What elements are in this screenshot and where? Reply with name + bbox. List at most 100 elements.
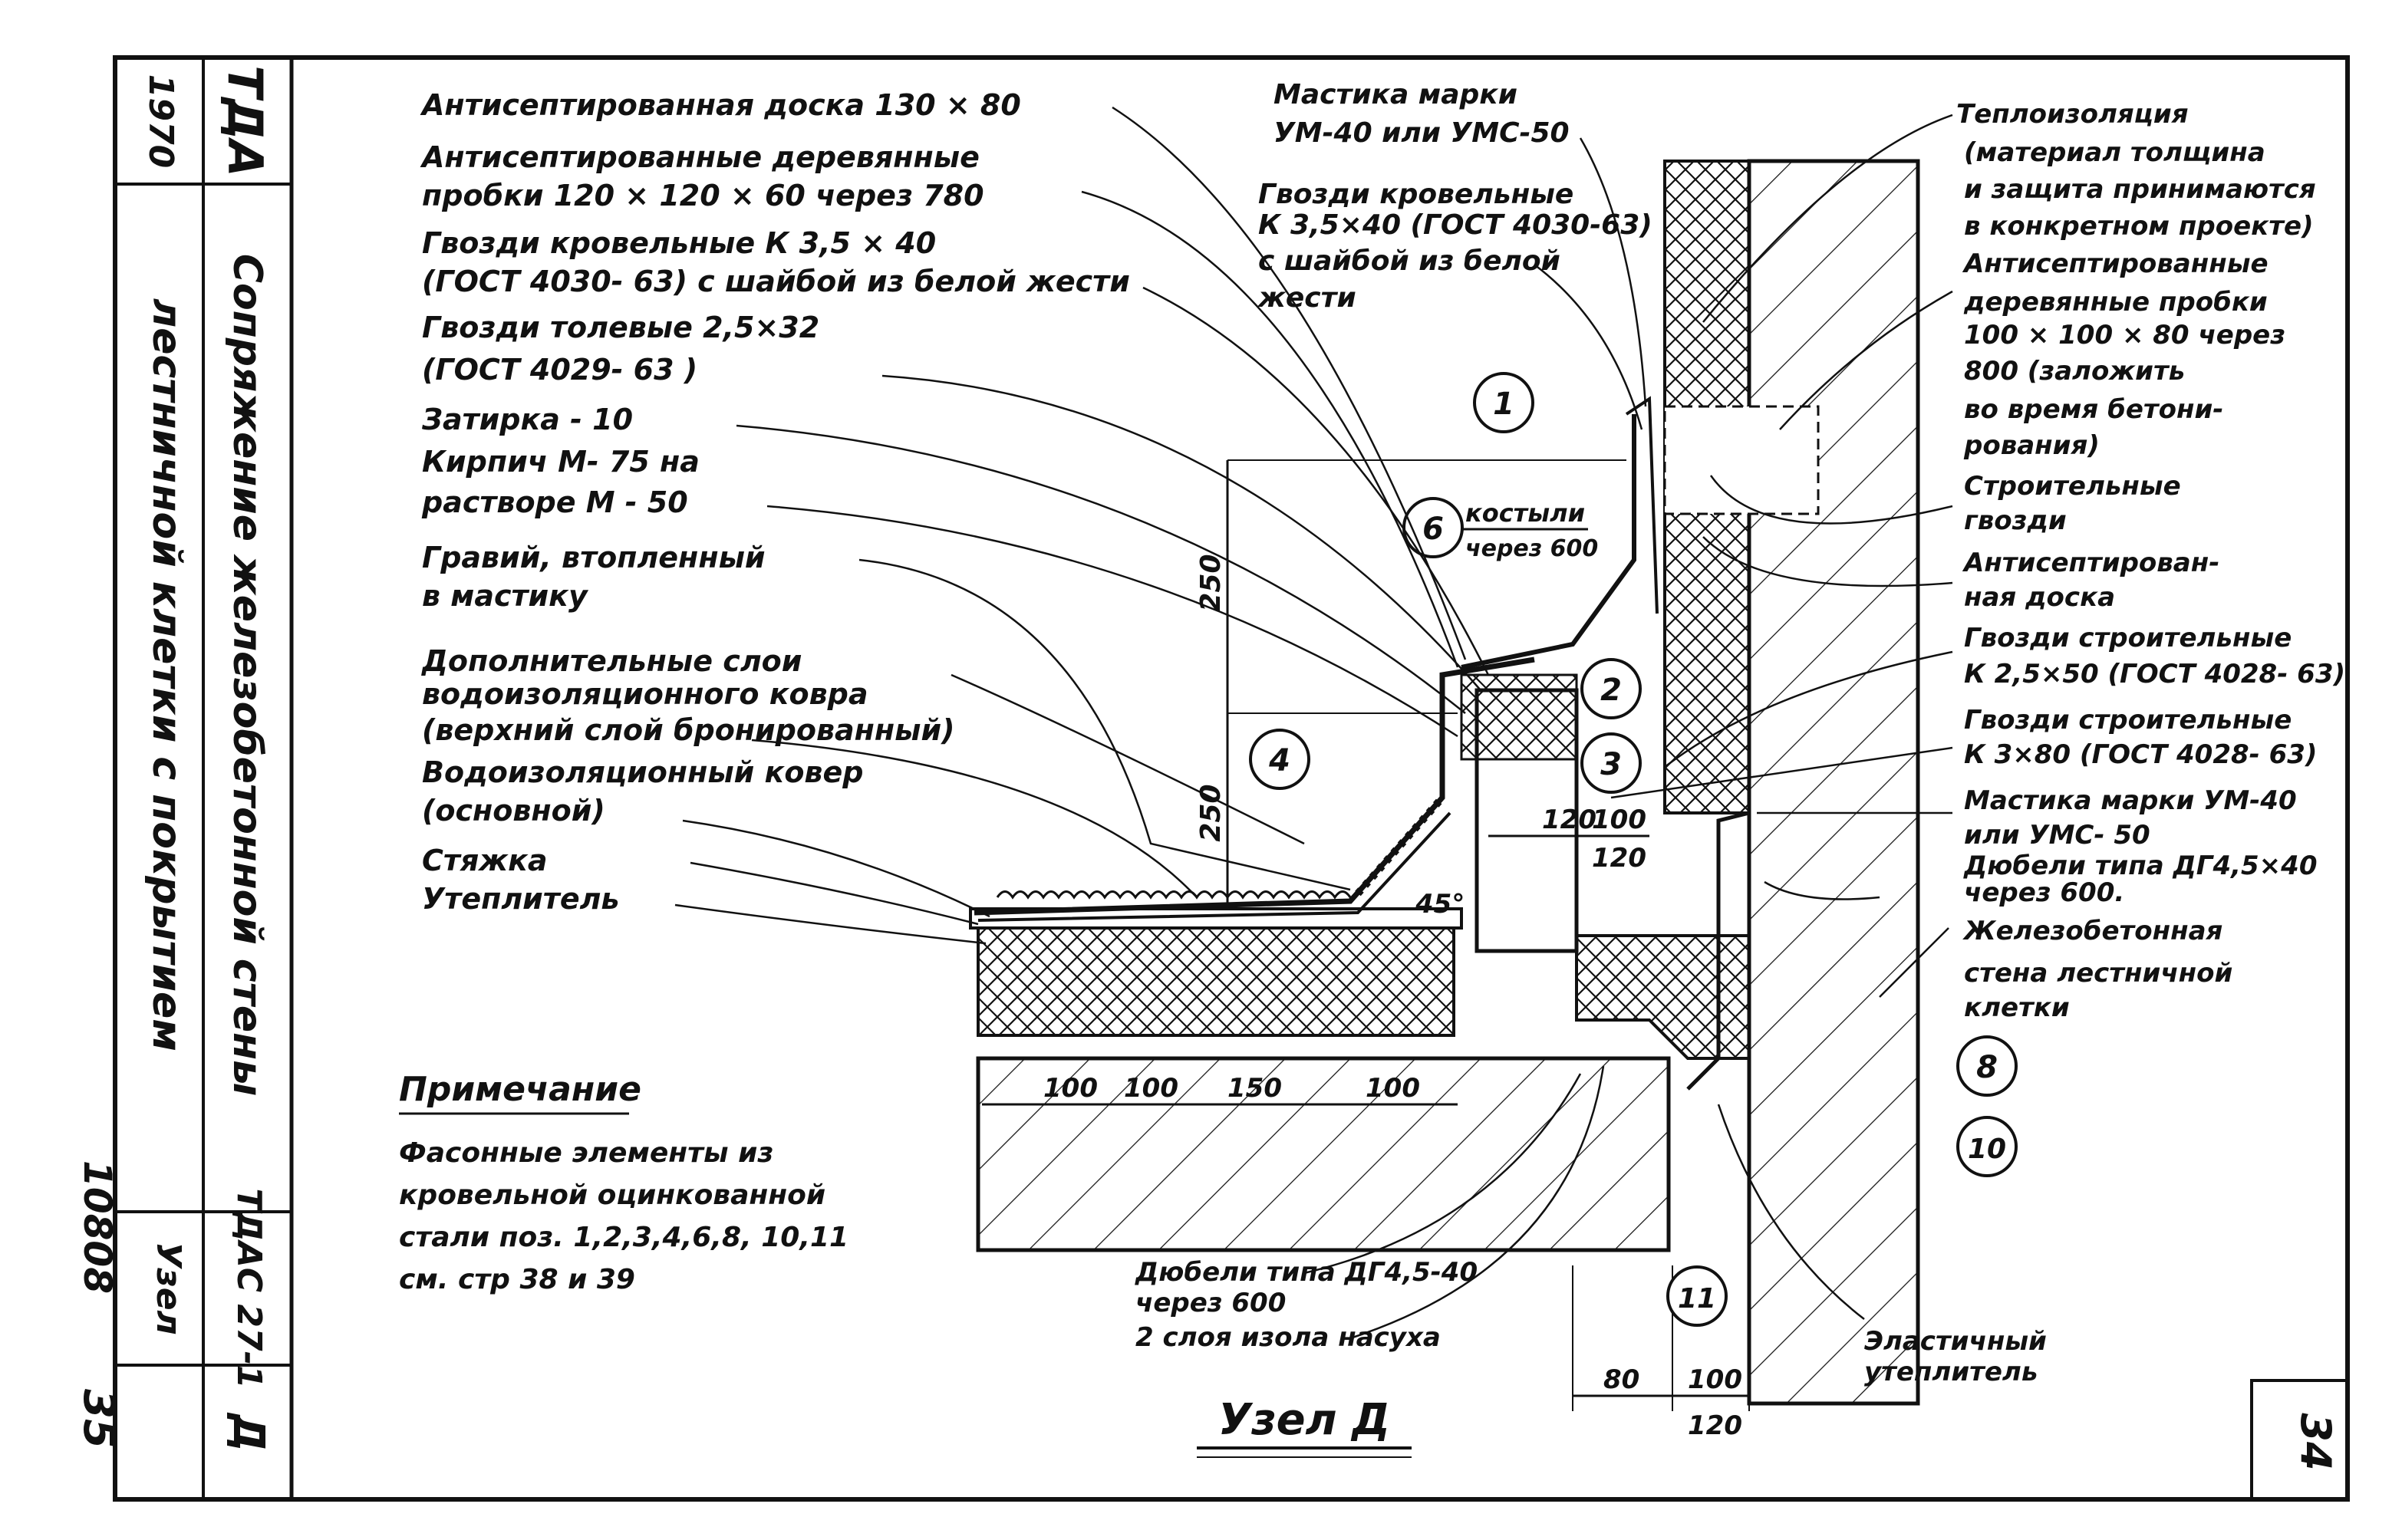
concrete-wall xyxy=(1747,159,1920,1406)
label-right-1: Теплоизоляция xyxy=(1956,99,2189,130)
label-bottom-3: 2 слоя изола насуха xyxy=(1135,1322,1441,1353)
label-top-3: Гвозди кровельные xyxy=(1258,179,1573,210)
label-right-20: или УМС- 50 xyxy=(1964,820,2150,851)
elastic-label-2: утеплитель xyxy=(1864,1357,2038,1387)
label-right-24: стена лестничной xyxy=(1964,958,2232,989)
kostyli-step: через 600 xyxy=(1465,535,1598,562)
note-title: Примечание xyxy=(399,1070,641,1109)
floor-slab xyxy=(976,1056,1671,1252)
label-left-16: Водоизоляционный ковер xyxy=(422,755,863,789)
marker-8: 8 xyxy=(1956,1035,2018,1097)
dim-120-base: 120 xyxy=(1688,1410,1742,1441)
label-top-4: К 3,5×40 (ГОСТ 4030-63) xyxy=(1258,209,1652,241)
label-right-21: Дюбели типа ДГ4,5×40 xyxy=(1963,851,2317,881)
concrete-ledge xyxy=(1575,934,1751,1060)
label-top-5: с шайбой из белой xyxy=(1258,245,1560,277)
label-left-13: Дополнительные слои xyxy=(421,644,802,678)
label-right-25: клетки xyxy=(1964,992,2070,1023)
label-left-7: (ГОСТ 4029- 63 ) xyxy=(422,353,697,387)
label-right-16: К 2,5×50 (ГОСТ 4028- 63) xyxy=(1964,659,2345,689)
flashing-1 xyxy=(1461,414,1636,670)
label-right-13: Антисептирован- xyxy=(1962,548,2219,578)
label-right-5: Антисептированные xyxy=(1962,248,2269,279)
page-number-box xyxy=(2250,1379,2349,1501)
label-right-12: гвозди xyxy=(1964,505,2067,536)
dim-250-bottom: 250 xyxy=(1195,784,1227,841)
dim-250-top: 250 xyxy=(1195,554,1227,611)
label-top-6: жести xyxy=(1257,282,1356,314)
marker-1: 1 xyxy=(1473,372,1534,433)
svg-text:2: 2 xyxy=(1600,673,1622,708)
label-bottom-2: через 600 xyxy=(1135,1288,1286,1318)
svg-text:3: 3 xyxy=(1600,747,1622,782)
label-left-3: пробки 120 × 120 × 60 через 780 xyxy=(422,179,984,212)
label-right-22: через 600. xyxy=(1964,877,2124,908)
label-left-8: Затирка - 10 xyxy=(421,403,633,436)
label-left-19: Утеплитель xyxy=(422,882,619,916)
stamp-title-line2: лестничной клетки с покрытием xyxy=(143,298,189,1051)
label-right-11: Строительные xyxy=(1964,471,2181,502)
dim-120: 120 xyxy=(1542,805,1596,835)
label-left-10: растворе М - 50 xyxy=(421,485,688,519)
stamp-series: ТДАС 27-1 xyxy=(229,1189,269,1389)
stamp-node-word: Узел xyxy=(149,1242,188,1335)
label-left-12: в мастику xyxy=(422,579,589,613)
page-number: 34 xyxy=(2292,1413,2340,1470)
note-line-4: см. стр 38 и 39 xyxy=(399,1264,635,1295)
stamp-org: ТДА xyxy=(217,65,273,177)
svg-text:4: 4 xyxy=(1268,743,1290,778)
label-right-23: Железобетонная xyxy=(1962,916,2222,946)
labels-top: Мастика марки УМ-40 или УМС-50 Гвозди кр… xyxy=(1257,79,1652,314)
outer-frame xyxy=(113,55,2350,1502)
svg-text:8: 8 xyxy=(1976,1050,1998,1085)
label-right-17: Гвозди строительные xyxy=(1964,705,2292,735)
kostyli-label: костыли xyxy=(1465,499,1585,528)
label-left-1: Антисептированная доска 130 × 80 xyxy=(420,88,1021,122)
marker-2: 2 xyxy=(1580,658,1642,719)
stamp-node-letter: Д xyxy=(223,1412,273,1452)
node-caption: Узел Д xyxy=(1218,1395,1390,1445)
stamp-year: 1970 xyxy=(141,74,180,168)
svg-text:6: 6 xyxy=(1422,512,1444,547)
stamp-bottom-num: 35 xyxy=(74,1389,124,1449)
stamp-bottom-code: 10808 xyxy=(75,1160,120,1294)
marker-4: 4 xyxy=(1249,729,1310,790)
dim-120b: 120 xyxy=(1592,843,1646,874)
label-right-3: и защита принимаются xyxy=(1964,174,2316,205)
label-right-14: ная доска xyxy=(1964,582,2115,613)
label-left-17: (основной) xyxy=(422,794,605,828)
svg-text:10: 10 xyxy=(1968,1134,2006,1165)
label-right-9: во время бетони- xyxy=(1964,394,2223,425)
dim-bottom-100a: 100 xyxy=(1043,1073,1098,1104)
svg-text:1: 1 xyxy=(1493,387,1514,422)
stamp-title-line1: Сопряжение железобетонной стены xyxy=(224,254,270,1096)
leaders-left xyxy=(674,106,1490,945)
wall-plug xyxy=(1663,405,1820,515)
label-left-14: водоизоляционного ковра xyxy=(422,677,868,711)
dim-100-base: 100 xyxy=(1688,1364,1742,1395)
label-right-15: Гвозди строительные xyxy=(1964,623,2292,653)
label-left-18: Стяжка xyxy=(422,844,548,877)
label-right-10: рования) xyxy=(1963,430,2100,461)
label-right-19: Мастика марки УМ-40 xyxy=(1964,785,2297,816)
label-top-2: УМ-40 или УМС-50 xyxy=(1273,117,1570,149)
label-right-7: 100 × 100 × 80 через xyxy=(1964,320,2285,350)
label-right-6: деревянные пробки xyxy=(1963,287,2268,318)
gravel xyxy=(996,890,1352,900)
marker-10: 10 xyxy=(1956,1116,2018,1177)
label-top-1: Мастика марки xyxy=(1273,79,1517,110)
marker-3: 3 xyxy=(1580,732,1642,794)
label-left-15: (верхний слой бронированный) xyxy=(422,713,955,747)
label-left-5: (ГОСТ 4030- 63) с шайбой из белой жести xyxy=(422,265,1130,298)
label-left-11: Гравий, втопленный xyxy=(422,541,766,574)
label-right-4: в конкретном проекте) xyxy=(1964,211,2314,242)
dim-bottom-100c: 100 xyxy=(1366,1073,1420,1104)
dim-bottom-150: 150 xyxy=(1227,1073,1282,1104)
label-left-9: Кирпич М- 75 на xyxy=(422,445,700,479)
label-right-18: К 3×80 (ГОСТ 4028- 63) xyxy=(1964,739,2317,770)
dim-bottom-100b: 100 xyxy=(1124,1073,1178,1104)
roof-insulation xyxy=(977,926,1455,1037)
note-line-3: стали поз. 1,2,3,4,6,8, 10,11 xyxy=(399,1222,848,1253)
label-left-2: Антисептированные деревянные xyxy=(420,140,980,174)
